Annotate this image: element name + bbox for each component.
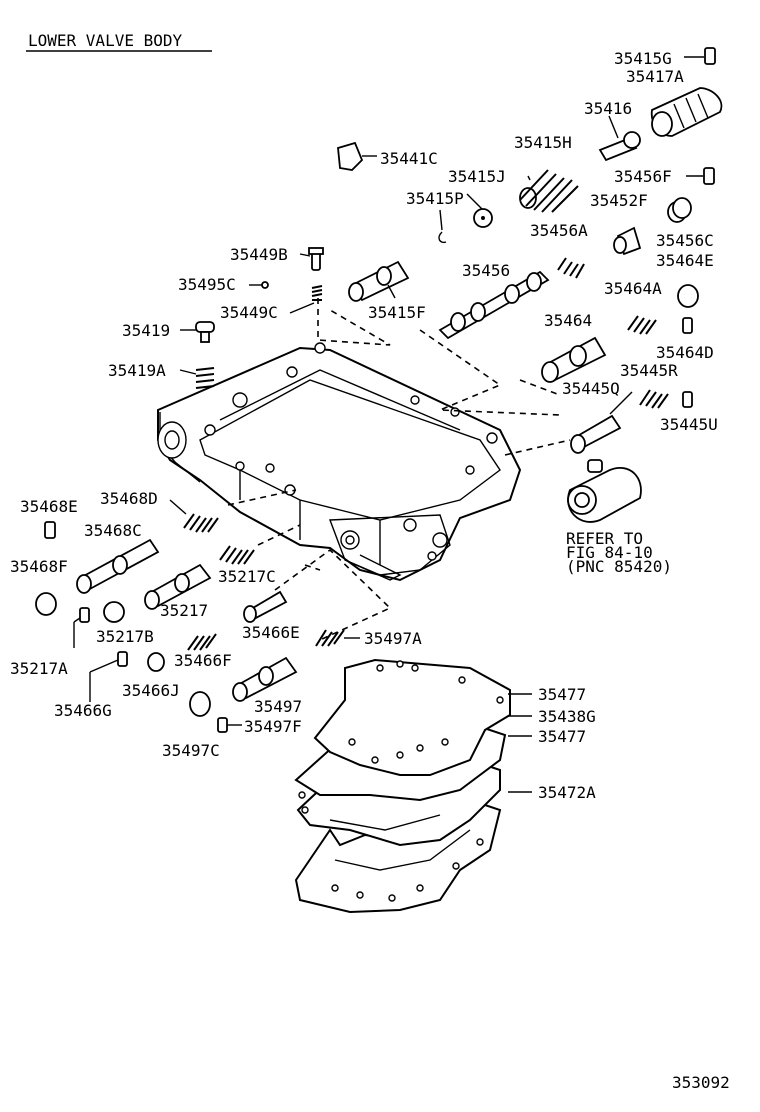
label-35449B: 35449B: [230, 245, 288, 264]
part-35497C: [189, 691, 211, 717]
label-35452F: 35452F: [590, 191, 648, 210]
label-35468E: 35468E: [20, 497, 78, 516]
label-35464A: 35464A: [604, 279, 662, 298]
label-35217B: 35217B: [96, 627, 154, 646]
part-35468C: [76, 538, 160, 594]
label-35472A: 35472A: [538, 783, 596, 802]
part-35456C: [667, 197, 692, 223]
label-35466E: 35466E: [242, 623, 300, 642]
part-35415G: [704, 47, 716, 65]
label-35217: 35217: [160, 601, 208, 620]
label-35419: 35419: [122, 321, 170, 340]
part-35415J: [473, 208, 493, 228]
reference-note-line2: FIG 84-10: [566, 543, 653, 562]
label-35468F: 35468F: [10, 557, 68, 576]
label-35415H: 35415H: [514, 133, 572, 152]
part-35466E: [243, 590, 288, 623]
label-35419A: 35419A: [108, 361, 166, 380]
part-35456A: [557, 257, 585, 279]
part-35445Q: [570, 414, 622, 454]
part-35217C: [219, 545, 255, 565]
label-35497: 35497: [254, 697, 302, 716]
part-35441C: [337, 141, 364, 171]
label-35445Q: 35445Q: [562, 379, 620, 398]
part-35468E: [44, 521, 56, 539]
part-35417A: [650, 87, 723, 137]
part-35217B: [103, 601, 125, 623]
label-35464E: 35464E: [656, 251, 714, 270]
label-35497F: 35497F: [244, 717, 302, 736]
part-35468F: [35, 592, 57, 616]
part-35419A: [195, 367, 215, 389]
label-35415F: 35415F: [368, 303, 426, 322]
label-35466J: 35466J: [122, 681, 180, 700]
part-35497A: [315, 629, 345, 647]
label-35456F: 35456F: [614, 167, 672, 186]
part-35464D: [682, 317, 693, 334]
label-35495C: 35495C: [178, 275, 236, 294]
part-35464E: [677, 284, 699, 308]
label-35415G: 35415G: [614, 49, 672, 68]
part-35449C: [311, 285, 323, 301]
label-35445R: 35445R: [620, 361, 678, 380]
label-35417A: 35417A: [626, 67, 684, 86]
label-35445U: 35445U: [660, 415, 718, 434]
part-35449B: [308, 247, 324, 271]
label-35456C: 35456C: [656, 231, 714, 250]
part-35217: [144, 563, 212, 610]
figure-number: 353092: [672, 1073, 730, 1092]
part-35416: [598, 131, 641, 162]
part-35217A: [79, 607, 90, 623]
part-35466F: [187, 633, 217, 651]
part-35466G: [117, 651, 128, 667]
part-35445U: [682, 391, 693, 408]
part-35468D: [183, 513, 219, 533]
label-35464D: 35464D: [656, 343, 714, 362]
part-35452F: [613, 226, 642, 256]
label-35415P: 35415P: [406, 189, 464, 208]
label-35466F: 35466F: [174, 651, 232, 670]
part-35464: [541, 336, 607, 383]
solenoid-reference-part: [567, 459, 642, 523]
part-35497F: [217, 717, 228, 733]
label-35456: 35456: [462, 261, 510, 280]
label-35217C: 35217C: [218, 567, 276, 586]
assembly-guide-lines: [227, 298, 571, 641]
part-35445R: [639, 389, 669, 409]
label-35477-upper: 35477: [538, 685, 586, 704]
part-35419: [195, 321, 215, 343]
label-35217A: 35217A: [10, 659, 68, 678]
part-35415H: [519, 169, 579, 213]
label-35438G: 35438G: [538, 707, 596, 726]
label-35449C: 35449C: [220, 303, 278, 322]
label-35497C: 35497C: [162, 741, 220, 760]
part-35495C: [261, 281, 269, 289]
reference-note-line1: REFER TO: [566, 529, 643, 548]
part-labels: 35415G 35417A 35416 35441C 35415H 35415J…: [10, 49, 730, 1092]
label-35466G: 35466G: [54, 701, 112, 720]
label-35464: 35464: [544, 311, 592, 330]
part-35456: [438, 270, 550, 340]
part-35415P: [438, 231, 447, 244]
label-35468D: 35468D: [100, 489, 158, 508]
label-35441C: 35441C: [380, 149, 438, 168]
valve-body-casting: [157, 342, 522, 582]
part-35466J: [147, 652, 165, 672]
label-35415J: 35415J: [448, 167, 506, 186]
reference-note-line3: (PNC 85420): [566, 557, 672, 576]
label-35497A: 35497A: [364, 629, 422, 648]
diagram-title: LOWER VALVE BODY: [28, 31, 182, 50]
separator-plate-stack: [294, 658, 511, 914]
label-35416: 35416: [584, 99, 632, 118]
part-35415F: [348, 260, 410, 302]
part-35464A: [627, 315, 657, 335]
leader-lines: [73, 56, 704, 793]
label-35468C: 35468C: [84, 521, 142, 540]
part-35456F: [703, 167, 715, 185]
label-35477-lower: 35477: [538, 727, 586, 746]
label-35456A: 35456A: [530, 221, 588, 240]
part-35497: [232, 656, 298, 702]
